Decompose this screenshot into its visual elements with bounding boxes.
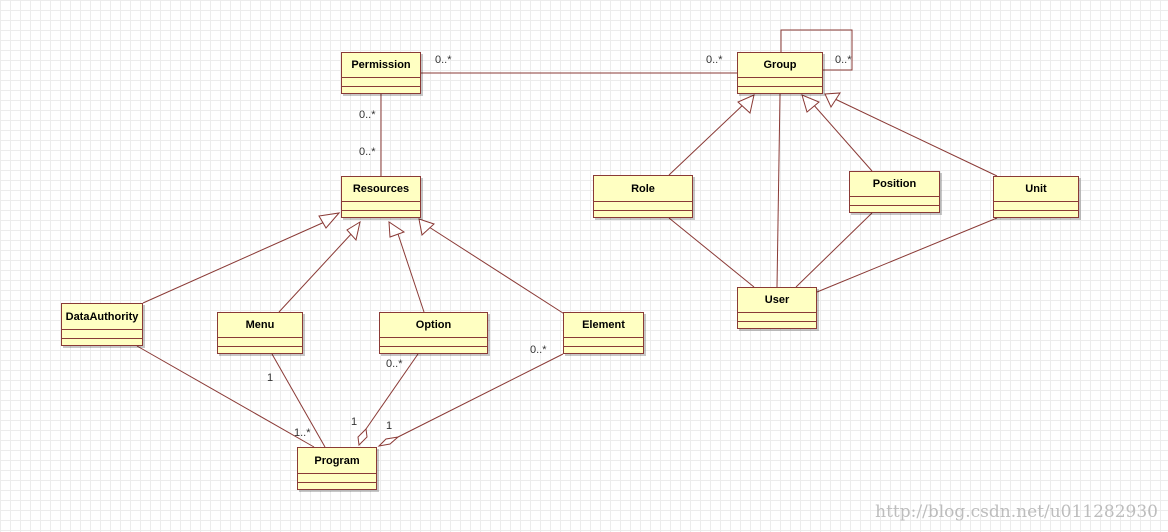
aggregation-diamond-icon <box>377 436 400 447</box>
class-operations <box>218 347 302 355</box>
class-name: Permission <box>342 53 420 78</box>
class-position[interactable]: Position <box>849 171 940 213</box>
multiplicity-label: 0..* <box>435 54 452 66</box>
class-name: DataAuthority <box>62 304 142 330</box>
class-operations <box>738 322 816 330</box>
association-menu-program <box>271 353 326 448</box>
class-name: Position <box>850 172 939 197</box>
association-group-user <box>776 93 781 288</box>
class-operations <box>994 211 1078 219</box>
class-attributes <box>850 197 939 206</box>
class-menu[interactable]: Menu <box>217 312 303 354</box>
class-option[interactable]: Option <box>379 312 488 354</box>
class-name: Role <box>594 176 692 202</box>
class-permission[interactable]: Permission <box>341 52 421 94</box>
multiplicity-label: 0..* <box>359 109 376 121</box>
association-role-user <box>668 217 755 288</box>
multiplicity-label: 0..* <box>706 54 723 66</box>
multiplicity-label: 0..* <box>835 54 852 66</box>
generalization-arrowhead <box>346 220 361 242</box>
class-attributes <box>594 202 692 211</box>
class-operations <box>342 211 420 219</box>
multiplicity-label: 0..* <box>530 344 547 356</box>
generalization-arrowhead <box>801 94 820 113</box>
association-element-program <box>397 353 564 438</box>
class-attributes <box>218 338 302 347</box>
association-dataauthority-program <box>136 345 315 448</box>
class-attributes <box>738 78 822 87</box>
generalization-arrowhead <box>737 94 755 114</box>
class-name: Menu <box>218 313 302 338</box>
class-attributes <box>298 474 376 483</box>
class-name: Unit <box>994 177 1078 202</box>
multiplicity-label: 1 <box>267 372 274 384</box>
class-resources[interactable]: Resources <box>341 176 421 218</box>
generalization-arrowhead <box>824 92 841 109</box>
generalization-menu-resources <box>278 231 354 313</box>
class-attributes <box>62 330 142 339</box>
generalization-unit-group <box>834 98 998 177</box>
class-group[interactable]: Group <box>737 52 823 94</box>
class-operations <box>738 87 822 95</box>
class-operations <box>380 347 487 355</box>
class-attributes <box>738 313 816 322</box>
class-operations <box>62 339 142 347</box>
multiplicity-label: 0..* <box>386 358 403 370</box>
multiplicity-label: 1 <box>386 420 393 432</box>
watermark: http://blog.csdn.net/u011282930 <box>875 502 1158 522</box>
class-operations <box>342 87 420 95</box>
generalization-arrowhead <box>388 221 406 238</box>
class-attributes <box>994 202 1078 211</box>
class-name: User <box>738 288 816 313</box>
class-name: Group <box>738 53 822 78</box>
class-user[interactable]: User <box>737 287 817 329</box>
aggregation-diamond-icon <box>357 427 368 447</box>
class-attributes <box>564 338 643 347</box>
association-unit-user <box>816 217 998 293</box>
generalization-element-resources <box>428 226 567 316</box>
class-name: Option <box>380 313 487 338</box>
class-attributes <box>342 78 420 87</box>
association-position-user <box>795 212 873 288</box>
class-operations <box>564 347 643 355</box>
multiplicity-label: 1 <box>351 416 358 428</box>
association-group-self <box>780 29 853 71</box>
multiplicity-label: 0..* <box>359 146 376 158</box>
class-operations <box>594 211 692 219</box>
class-name: Program <box>298 448 376 474</box>
class-operations <box>298 483 376 491</box>
class-role[interactable]: Role <box>593 175 693 218</box>
generalization-arrowhead <box>418 218 435 236</box>
class-operations <box>850 206 939 214</box>
class-attributes <box>380 338 487 347</box>
class-name: Resources <box>342 177 420 202</box>
class-name: Element <box>564 313 643 338</box>
association-option-program <box>365 353 419 430</box>
generalization-option-resources <box>397 233 425 313</box>
class-program[interactable]: Program <box>297 447 377 490</box>
class-unit[interactable]: Unit <box>993 176 1079 218</box>
multiplicity-label: 1..* <box>294 427 311 439</box>
generalization-role-group <box>668 102 746 176</box>
generalization-position-group <box>811 102 873 172</box>
class-dataauthority[interactable]: DataAuthority <box>61 303 143 346</box>
generalization-dataauthority-resources <box>142 219 330 304</box>
generalization-arrowhead <box>318 212 341 229</box>
class-element[interactable]: Element <box>563 312 644 354</box>
class-attributes <box>342 202 420 211</box>
